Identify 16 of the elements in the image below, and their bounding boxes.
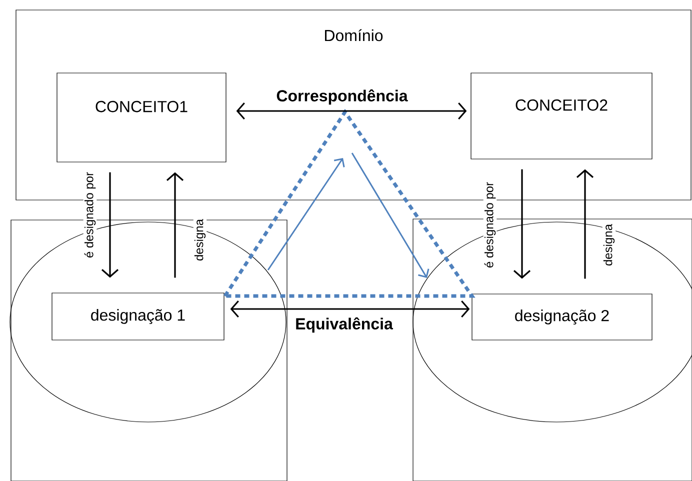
arrow [166, 172, 184, 278]
term-box: designação 1 [52, 292, 224, 340]
term-box: designação 2 [472, 294, 652, 340]
concept-box: CONCEITO2 [470, 72, 652, 160]
concept-box: CONCEITO1 [56, 72, 226, 162]
edge-label: é designado por [483, 180, 497, 270]
arrow [230, 300, 470, 318]
edge-label: designa [193, 218, 207, 262]
edge-label: designa [602, 222, 616, 268]
arrow [576, 169, 594, 279]
edge-label: Equivalência [294, 316, 394, 334]
arrow [236, 102, 467, 120]
edge-label: Correspondência [275, 88, 409, 106]
arrow [513, 169, 531, 279]
edge-label: é designado por [83, 170, 97, 260]
arrow [101, 172, 119, 278]
